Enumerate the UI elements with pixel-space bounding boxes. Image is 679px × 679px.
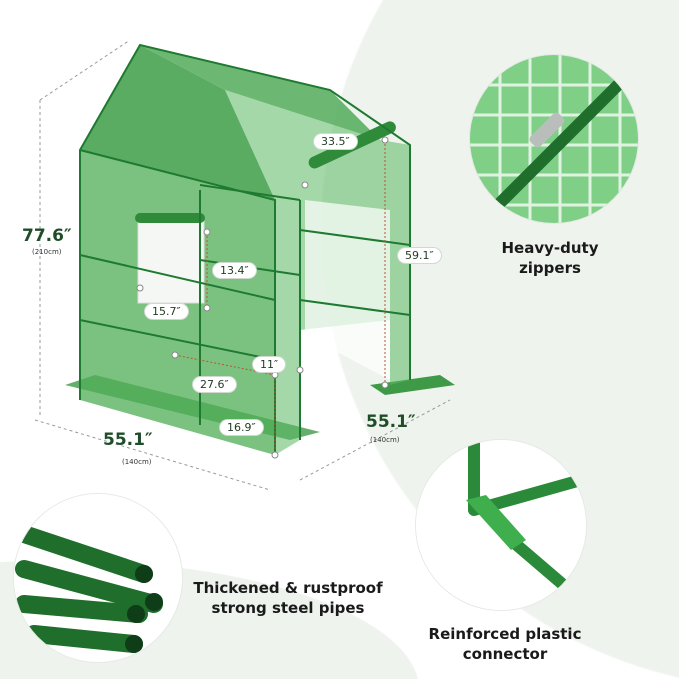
window-height-tag: 13.4″ [213,263,256,278]
connector-closeup-image [416,440,586,610]
shelf-depth-tag: 11″ [253,357,286,372]
shelf-gap-tag: 16.9″ [220,420,263,435]
front-width-cm: (140cm) [122,458,152,466]
window-width-tag: 15.7″ [145,304,188,319]
connector-caption: Reinforced plastic connector [428,625,582,663]
height-cm: (210cm) [32,248,62,256]
side-width-cm: (140cm) [370,436,400,444]
dimension-lines [34,39,451,491]
side-width-label: 55.1″ [366,412,416,432]
pipes-caption: Thickened & rustproof strong steel pipes [193,579,383,617]
height-label: 77.6″ [22,226,72,246]
shelf-length-tag: 27.6″ [193,377,236,392]
door-height-tag: 59.1″ [398,248,441,263]
door-width-tag: 33.5″ [314,134,357,149]
steel-pipes-image [14,494,182,662]
zipper-caption: Heavy-duty zippers [501,239,599,277]
front-width-label: 55.1″ [103,430,153,450]
zipper-closeup-image [470,55,638,223]
